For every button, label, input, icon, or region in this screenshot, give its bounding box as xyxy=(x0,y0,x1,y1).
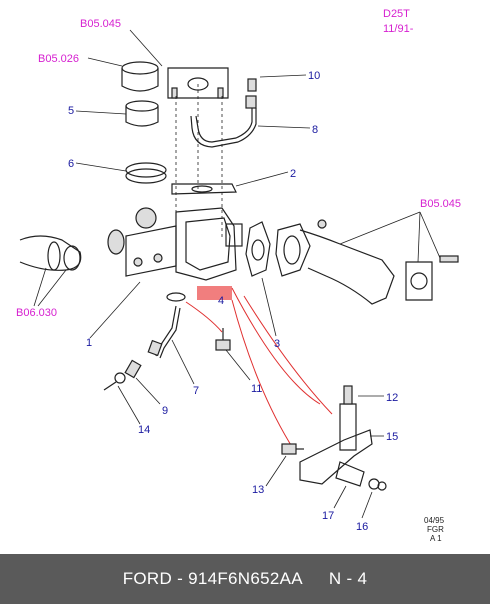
stamp-code: FGR xyxy=(427,525,444,534)
washer-highlight xyxy=(197,286,232,300)
callout-17: 17 xyxy=(322,510,334,522)
part-number-footer: FORD - 914F6N652AA N - 4 xyxy=(0,554,490,604)
oil-pipe-part-8 xyxy=(190,95,311,148)
part-number-label: FORD - 914F6N652AA xyxy=(122,569,303,588)
exhaust-downpipe-drawing xyxy=(87,29,163,92)
callout-7: 7 xyxy=(193,385,199,397)
gasket-part-2 xyxy=(171,171,289,195)
upper-flange-plate xyxy=(167,67,229,99)
washer-part-4 xyxy=(166,286,232,302)
clamp-part-6 xyxy=(75,162,167,184)
ref-b05045-top: B05.045 xyxy=(80,18,121,30)
exploded-parts-diagram: D25T 11/91- xyxy=(16,8,461,543)
callout-2: 2 xyxy=(290,168,296,180)
spacer-part-17 xyxy=(333,461,365,509)
callout-13: 13 xyxy=(252,484,264,496)
bolt-part-13 xyxy=(265,443,304,487)
callout-4: 4 xyxy=(218,295,224,307)
callout-8: 8 xyxy=(312,124,318,136)
callout-12: 12 xyxy=(386,392,398,404)
fitting-part-9 xyxy=(124,359,161,405)
callout-6: 6 xyxy=(68,158,74,170)
nut-part-16 xyxy=(361,478,387,519)
bracket-part-15 xyxy=(299,385,384,485)
exhaust-elbow-part-3 xyxy=(245,221,311,337)
callout-9: 9 xyxy=(162,405,168,417)
callout-1: 1 xyxy=(86,337,92,349)
intake-hose xyxy=(19,235,82,307)
date-code: 11/91- xyxy=(383,23,414,35)
stamp-date: 04/95 xyxy=(424,516,445,525)
washer-part-14 xyxy=(103,372,141,425)
ref-b06030: B06.030 xyxy=(16,307,57,319)
ref-b05026: B05.026 xyxy=(38,53,79,65)
callout-15: 15 xyxy=(386,431,398,443)
callout-10: 10 xyxy=(308,70,320,82)
stamp-rev: A 1 xyxy=(430,534,442,543)
callout-5: 5 xyxy=(68,105,74,117)
callout-11: 11 xyxy=(251,383,262,395)
callout-14: 14 xyxy=(138,424,150,436)
fitting-part-10 xyxy=(247,74,307,92)
turbocharger-part-1 xyxy=(89,207,243,339)
position-label: N - 4 xyxy=(328,569,368,588)
bolt-part-11 xyxy=(215,328,251,381)
oil-return-pipe-part-7 xyxy=(147,305,195,385)
callout-16: 16 xyxy=(356,521,368,533)
ref-b05045-right: B05.045 xyxy=(420,198,461,210)
callout-3: 3 xyxy=(274,338,280,350)
engine-code: D25T xyxy=(383,8,410,20)
exhaust-pipe-right xyxy=(299,211,459,305)
sleeve-part-5 xyxy=(75,100,159,127)
